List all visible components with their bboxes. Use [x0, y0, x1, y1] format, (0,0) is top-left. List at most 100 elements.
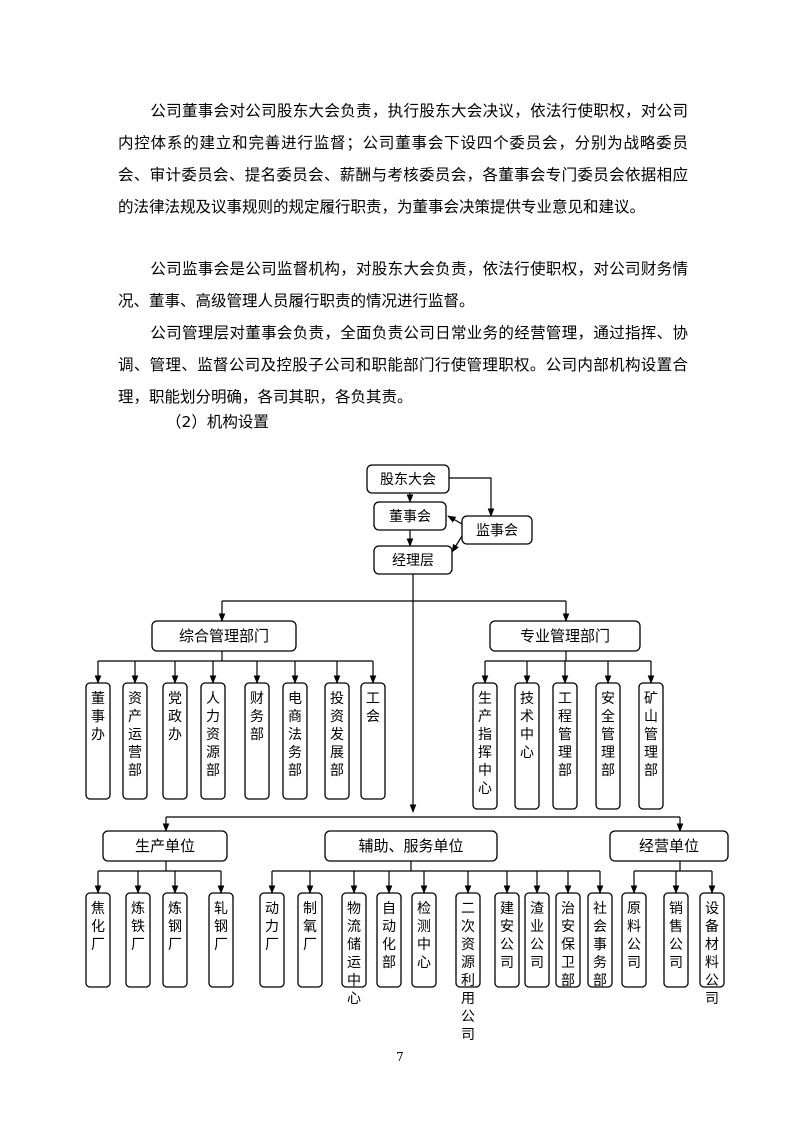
professional-dept-3-box: [595, 682, 621, 810]
general-dept-3-char: 人: [206, 691, 220, 707]
professional-dept-3-char: 管: [601, 727, 615, 743]
professional-dept-1-char: 中: [520, 727, 534, 743]
professional-dept-4-char: 管: [644, 727, 658, 743]
general-dept-2-box: [162, 682, 188, 800]
professional-dept-2-box: [552, 682, 578, 810]
business-unit-1-char: 售: [669, 919, 683, 935]
auxiliary-unit-8-char: 安: [561, 919, 575, 935]
professional-dept-4-char: 矿: [644, 691, 658, 707]
production-unit-2-char: 厂: [168, 937, 182, 953]
auxiliary-unit-4-char: 中: [417, 937, 431, 953]
professional-dept-3-char: 安: [601, 691, 615, 707]
auxiliary-unit-8-char: 卫: [561, 955, 575, 971]
auxiliary-unit-6-char: 安: [500, 919, 514, 935]
auxiliary-unit-2-box: [341, 892, 367, 988]
auxiliary-unit-8-char: 保: [561, 937, 575, 953]
auxiliary-unit-6-char: 建: [500, 901, 514, 917]
section-heading: （2）机构设置: [166, 413, 269, 431]
production-unit-3-box: [208, 892, 234, 988]
business-units-box: [609, 830, 729, 862]
auxiliary-unit-3-char: 动: [382, 919, 396, 935]
board-of-directors-label: 董事会: [389, 509, 431, 525]
general-dept-7-char: 工: [366, 691, 380, 707]
professional-dept-1-char: 技: [520, 691, 534, 707]
general-dept-7-box: [360, 682, 386, 800]
production-units-label: 生产单位: [135, 837, 195, 855]
general-dept-3-box: [200, 682, 226, 800]
business-unit-2-char: 公: [705, 973, 719, 989]
general-dept-3-char: 力: [206, 709, 220, 725]
auxiliary-unit-5-char: 司: [461, 1027, 475, 1043]
auxiliary-unit-9-char: 事: [593, 937, 607, 953]
paragraph-board: 公司董事会对公司股东大会负责，执行股东大会决议，依法行使职权，对公司内控体系的建…: [118, 102, 688, 216]
general-dept-0-char: 事: [91, 709, 105, 725]
business-unit-2-box: [699, 892, 725, 988]
auxiliary-unit-4-char: 测: [417, 919, 431, 935]
general-dept-5-char: 电: [288, 691, 302, 707]
professional-dept-1-char: 术: [520, 709, 534, 725]
auxiliary-unit-5-char: 公: [461, 1009, 475, 1025]
auxiliary-unit-9-char: 社: [593, 901, 607, 917]
auxiliary-unit-9-char: 会: [593, 919, 607, 935]
auxiliary-unit-3-char: 部: [382, 955, 396, 971]
business-unit-2-char: 司: [705, 991, 719, 1007]
auxiliary-unit-5-char: 用: [461, 991, 475, 1007]
professional-dept-1-char: 心: [520, 745, 534, 761]
general-mgmt-dept-box: [151, 620, 297, 652]
general-dept-5-char: 部: [288, 763, 302, 779]
production-unit-1-char: 铁: [131, 919, 145, 935]
professional-dept-3-char: 部: [601, 763, 615, 779]
paragraph-supervisory: 公司监事会是公司监督机构，对股东大会负责，依法行使职权，对公司财务情况、董事、高…: [118, 260, 688, 310]
auxiliary-unit-6-char: 司: [500, 955, 514, 971]
auxiliary-unit-9-char: 务: [593, 955, 607, 971]
production-units-box: [102, 830, 228, 862]
general-dept-1-char: 部: [128, 763, 142, 779]
production-unit-3-char: 钢: [214, 919, 228, 935]
auxiliary-unit-2-char: 中: [347, 973, 361, 989]
general-dept-1-char: 产: [128, 709, 142, 725]
auxiliary-unit-3-char: 化: [382, 937, 396, 953]
general-dept-3-char: 资: [206, 727, 220, 743]
auxiliary-units-label: 辅助、服务单位: [358, 837, 463, 855]
auxiliary-unit-5-box: [455, 892, 481, 988]
page-number: 7: [396, 1050, 404, 1064]
auxiliary-unit-2-char: 运: [347, 955, 361, 971]
auxiliary-unit-5-char: 利: [461, 973, 475, 989]
auxiliary-unit-5-char: 源: [461, 955, 475, 971]
business-unit-1-box: [663, 892, 689, 988]
management-layer-label: 经理层: [392, 553, 434, 569]
business-unit-0-box: [621, 892, 647, 988]
shareholders-meeting-box: [366, 464, 450, 494]
business-unit-0-char: 原: [627, 901, 641, 917]
professional-dept-4-char: 理: [644, 745, 658, 761]
production-unit-0-char: 化: [91, 919, 105, 935]
business-unit-0-char: 司: [627, 955, 641, 971]
general-dept-2-char: 办: [168, 727, 182, 743]
general-dept-6-char: 发: [330, 727, 344, 743]
production-unit-0-char: 焦: [91, 901, 105, 917]
general-dept-4-char: 财: [250, 691, 264, 707]
business-unit-1-char: 销: [669, 901, 683, 917]
professional-dept-0-char: 中: [478, 763, 492, 779]
supervisory-board-box: [461, 515, 533, 545]
general-dept-3-char: 部: [206, 763, 220, 779]
professional-dept-4-char: 山: [644, 709, 658, 725]
auxiliary-unit-6-box: [494, 892, 520, 988]
shareholders-meeting-label: 股东大会: [380, 472, 436, 488]
auxiliary-unit-7-box: [524, 892, 550, 988]
auxiliary-unit-2-char: 物: [347, 901, 361, 917]
paragraph-management: 公司管理层对董事会负责，全面负责公司日常业务的经营管理，通过指挥、协调、管理、监…: [118, 324, 688, 406]
auxiliary-unit-0-char: 力: [265, 919, 279, 935]
production-unit-2-char: 炼: [168, 901, 182, 917]
professional-dept-0-char: 生: [478, 691, 492, 707]
arrow-supervisory-management: [451, 535, 463, 553]
auxiliary-unit-4-char: 心: [417, 955, 431, 971]
auxiliary-unit-0-box: [259, 892, 285, 988]
professional-dept-2-char: 部: [558, 763, 572, 779]
general-dept-6-box: [324, 682, 350, 800]
professional-dept-3-char: 理: [601, 745, 615, 761]
general-dept-4-box: [244, 682, 270, 800]
business-unit-2-char: 备: [705, 918, 719, 935]
auxiliary-unit-2-char: 流: [347, 919, 361, 935]
auxiliary-unit-8-box: [555, 892, 581, 988]
